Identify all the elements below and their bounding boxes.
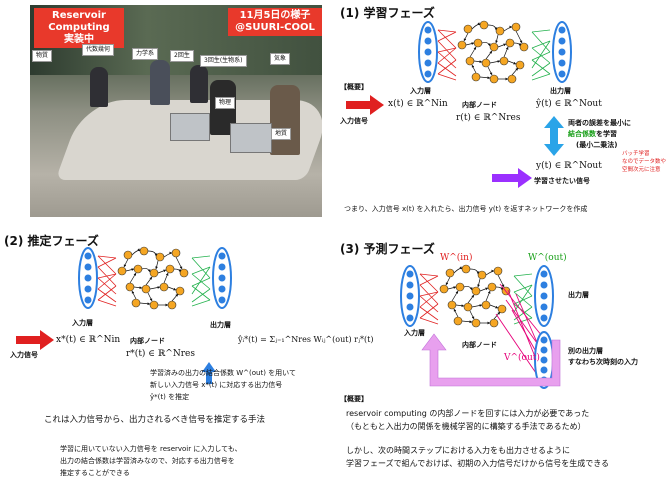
phase2-note1: 学習済みの出力の結合係数 W^(out) を用いて [150, 369, 296, 377]
phase2-foot3: 推定することができる [60, 469, 130, 477]
phase3-output-layer: 出力層 [568, 291, 589, 299]
photo-tag: 2回生 [170, 50, 194, 62]
phase3-desc1: reservoir computing の内部ノードを回すには入力が必要であった [346, 409, 590, 418]
phase3-gaiyou: 【概要】 [340, 395, 368, 403]
phase1-explain2a: 結合係数 [568, 130, 596, 138]
double-arrow-icon [544, 116, 564, 156]
photo-person [270, 85, 300, 155]
photo-tag: 地質 [271, 128, 292, 140]
phase2-foot1: 学習に用いていない入力信号を reservoir に入力しても、 [60, 445, 242, 453]
photo-person [150, 60, 170, 105]
phase1-explain2: 結合係数を学習 [568, 129, 617, 139]
phase1-explain1: 両者の誤差を最小に [568, 119, 631, 127]
phase1-y-eq: y(t) ∈ ℝ^Nout [536, 161, 602, 171]
output-layer-shape [552, 21, 572, 83]
photo-tag: 物理 [215, 97, 236, 109]
phase3-network [400, 254, 554, 389]
reservoir-shape [458, 21, 528, 83]
phase1-yhat-eq: ŷ(t) ∈ ℝ^Nout [536, 99, 602, 109]
banner-left-line1: Reservoir Computing [48, 10, 110, 33]
phase2-title: (2) 推定フェーズ [4, 234, 99, 248]
photo-tag: 代数幾何 [82, 44, 115, 56]
phase1-summary: つまり、入力信号 x(t) を入れたら、出力信号 y(t) を返すネットワークを… [344, 205, 588, 213]
phase2-foot2: 出力の結合係数は学習済みなので、対応する出力信号を [60, 457, 235, 465]
phase3-v-out: V^(out) [504, 353, 540, 363]
phase2-note2: 新しい入力信号 x*(t) に対応する出力信号 [150, 381, 283, 389]
feedback-arrow-icon [421, 333, 561, 387]
photo-person [190, 65, 208, 103]
photo-laptop [170, 113, 210, 141]
phase1-batch2: なのでデータ数や [622, 159, 667, 165]
banner-right-line1: 11月5日の様子 [239, 10, 311, 21]
photo-tag: 気象 [270, 53, 291, 65]
phase3-w-in: W^(in) [440, 253, 473, 263]
phase3-other-out1: 別の出力層 [568, 347, 603, 355]
photo-tag: 3回生(生物系) [200, 55, 247, 67]
phase1-gaiyou: 【概要】 [340, 83, 368, 91]
phase2-output-layer: 出力層 [210, 321, 231, 329]
phase3-desc3: しかし、次の時間ステップにおける入力をも出力させるように [346, 446, 570, 455]
red-arrow-icon [16, 330, 54, 350]
red-arrow-icon [346, 95, 384, 115]
phase2-input-signal: 入力信号 [10, 351, 38, 359]
phase2-summary: これは入力信号から、出力されるべき信号を推定する手法 [44, 415, 266, 425]
phase3-desc4: 学習フェーズで組んでおけば、初期の入力信号だけから信号を生成できる [346, 459, 610, 468]
phase1-internal-node: 内部ノード [462, 101, 497, 109]
phase3-other-out2: すなわち次時刻の入力 [568, 358, 638, 366]
phase3-internal-node: 内部ノード [462, 341, 497, 349]
phase1-batch3: 空間次元に注意 [622, 167, 661, 173]
banner-right: 11月5日の様子 @SUURI-COOL [228, 8, 322, 36]
phase3-w-out: W^(out) [528, 253, 567, 263]
phase2-input-layer: 入力層 [72, 319, 93, 327]
phase2-y-eq: ŷᵢ*(t) = Σⱼ₌₁^Nres Wᵢⱼ^(out) rⱼ*(t) [238, 335, 374, 344]
phase3-title: (3) 予測フェーズ [340, 242, 435, 256]
banner-left: Reservoir Computing 実装中 [34, 8, 124, 48]
phase2-r-eq: r*(t) ∈ ℝ^Nres [126, 349, 195, 359]
phase1-batch1: バッチ学習 [622, 151, 650, 157]
phase1-explain3: (最小二乗法) [576, 141, 618, 149]
purple-arrow-icon [492, 168, 532, 188]
banner-left-line2: 実装中 [64, 34, 94, 45]
photo-tag: 力学系 [132, 48, 159, 60]
input-layer-shape [418, 21, 438, 83]
phase1-input-signal: 入力信号 [340, 117, 368, 125]
banner-right-line2: @SUURI-COOL [235, 22, 315, 33]
phase1-x-eq: x(t) ∈ ℝ^Nin [388, 99, 448, 109]
phase1-learn-signal: 学習させたい信号 [534, 177, 590, 185]
phase1-explain2b: を学習 [596, 130, 617, 138]
phase2-note3: ŷ*(t) を推定 [150, 393, 190, 401]
photo-tag: 物質 [32, 50, 53, 62]
phase3-input-layer: 入力層 [404, 329, 425, 337]
phase1-r-eq: r(t) ∈ ℝ^Nres [456, 113, 521, 123]
phase2-network [78, 244, 232, 312]
phase1-output-layer: 出力層 [550, 87, 571, 95]
photo-laptop [230, 123, 272, 153]
phase3-desc2: （もともと入出力の関係を機械学習的に構築する手法であるため） [346, 422, 586, 431]
phase2-x-eq: x*(t) ∈ ℝ^Nin [56, 335, 121, 345]
blue-up-arrow-icon [202, 362, 216, 384]
phase1-title: (1) 学習フェーズ [340, 6, 435, 20]
phase1-input-layer: 入力層 [410, 87, 431, 95]
photo-person [90, 67, 108, 107]
phase1-network [418, 18, 572, 86]
phase2-internal-node: 内部ノード [130, 337, 165, 345]
